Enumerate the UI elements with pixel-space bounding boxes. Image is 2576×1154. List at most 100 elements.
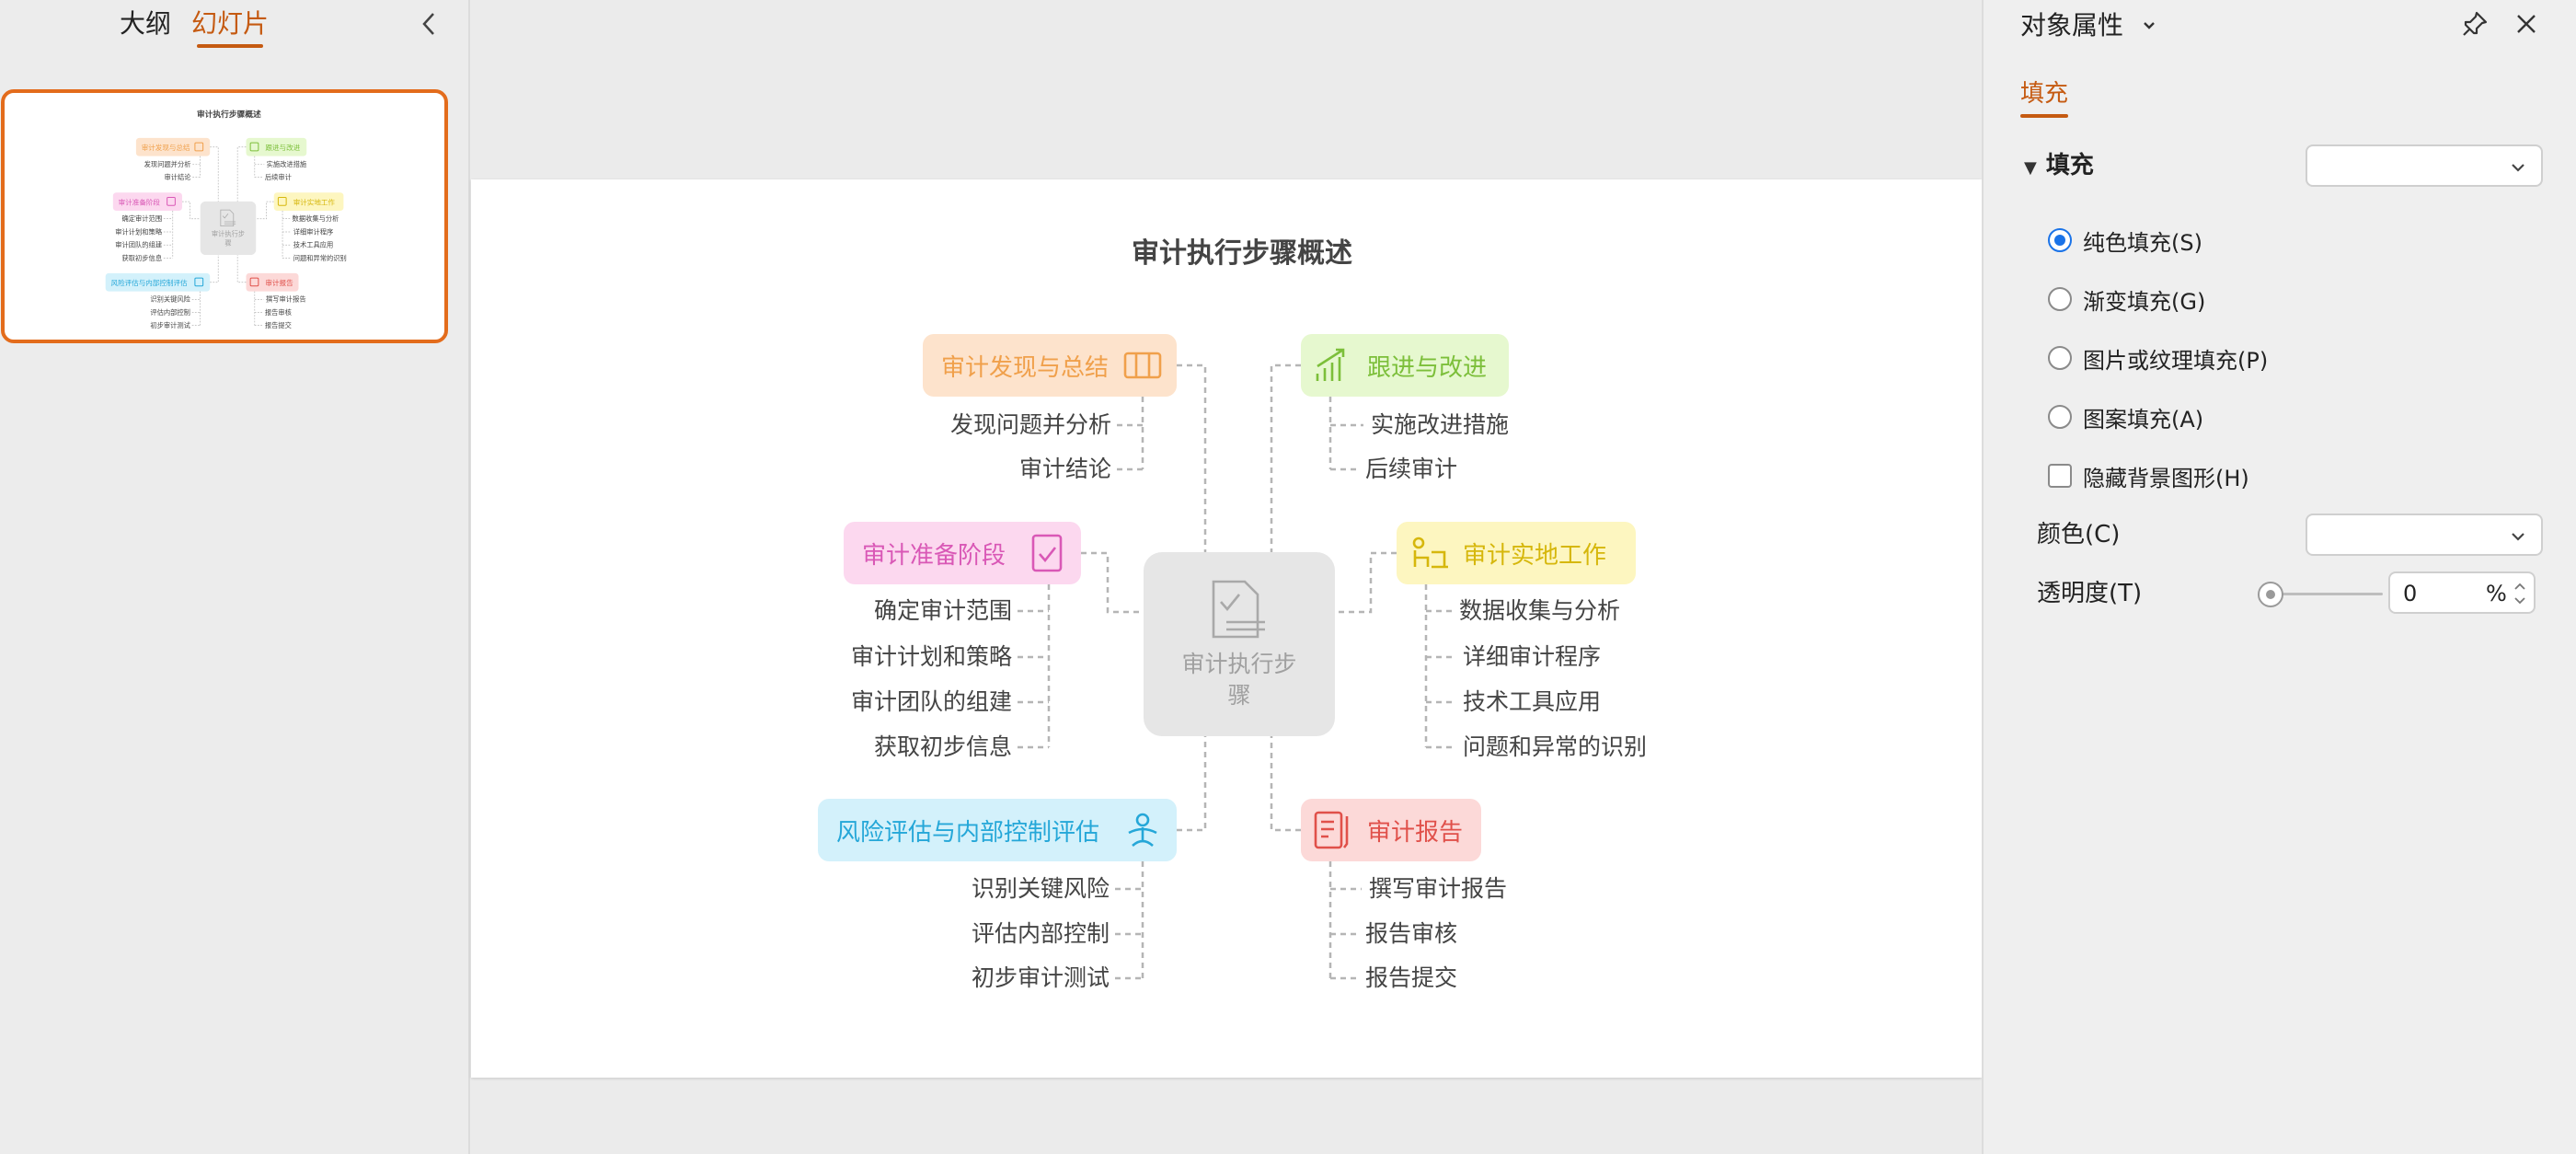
branch-label-summary: 审计发现与总结 (941, 354, 1109, 382)
radio-picture-fill[interactable]: 图片或纹理填充(P) (2048, 340, 2268, 376)
audit-document-icon-detail (1220, 594, 1265, 631)
branch-item: 审计团队的组建 (115, 241, 162, 249)
transparency-slider-handle[interactable] (2258, 582, 2283, 607)
slide-thumbnail-1[interactable]: 审计执行步骤概述审计发现与总结发现问题并分析审计结论审计准备阶段确定审计范围审计… (1, 89, 448, 343)
branch-item: 后续审计 (1365, 456, 1457, 482)
color-label: 颜色(C) (2037, 521, 2121, 548)
branch-node-prep (112, 192, 182, 212)
center-node (200, 201, 257, 256)
tab-outline[interactable]: 大纲 (120, 8, 172, 39)
branch-item: 获取初步信息 (122, 254, 163, 262)
branch-label-risk: 风险评估与内部控制评估 (836, 819, 1099, 847)
branch-node-summary (135, 137, 211, 156)
tab-fill[interactable]: 填充 (2020, 75, 2069, 118)
branch-item: 评估内部控制 (150, 308, 190, 317)
center-node (1144, 552, 1335, 736)
audit-document-icon-detail (222, 213, 236, 225)
radio-label: 纯色填充(S) (2083, 229, 2202, 256)
branch-item: 数据收集与分析 (293, 214, 339, 223)
radio-label: 渐变填充(G) (2083, 288, 2206, 315)
branch-item: 技术工具应用 (1463, 688, 1601, 715)
chevron-left-icon (422, 13, 434, 35)
branch-connector (1335, 551, 1397, 614)
color-dropdown[interactable] (2306, 514, 2543, 556)
branch-item: 技术工具应用 (293, 241, 334, 249)
object-properties-panel: 对象属性 填充 ▼填充 纯色填充(S) 渐变填充(G) 图片或纹理填充(P) 图… (1982, 0, 2576, 1154)
center-node-label: 骤 (1227, 682, 1250, 709)
branch-connector (1270, 736, 1301, 832)
branch-node-field (273, 192, 344, 212)
money-icon (1123, 352, 1162, 379)
report-icon-lines (1321, 816, 1349, 848)
branch-node-field (1397, 522, 1636, 584)
worker-icon (1412, 537, 1425, 549)
collapse-panel-button[interactable] (412, 7, 445, 40)
branch-item: 报告提交 (1365, 964, 1457, 991)
branch-connector (210, 146, 219, 202)
branch-node-prep (844, 522, 1081, 584)
panel-title[interactable]: 对象属性 (2020, 10, 2124, 40)
radio-pattern-fill[interactable]: 图案填充(A) (2048, 398, 2203, 435)
audit-document-icon (1212, 580, 1259, 639)
branch-label-field: 审计实地工作 (1463, 542, 1606, 570)
branch-connector (236, 255, 247, 283)
branch-label-report: 审计报告 (1367, 819, 1463, 847)
stepper-icon[interactable] (2512, 577, 2528, 610)
risk-icon (194, 277, 204, 287)
fill-type-dropdown[interactable] (2306, 144, 2543, 187)
branch-item: 确定审计范围 (122, 214, 163, 223)
checkbox[interactable] (2048, 464, 2072, 488)
branch-item: 报告审核 (265, 308, 292, 317)
branch-item: 实施改进措施 (1371, 411, 1509, 438)
branch-connector (1270, 364, 1301, 552)
branch-label-risk: 风险评估与内部控制评估 (111, 278, 188, 287)
branch-item: 初步审计测试 (972, 964, 1110, 991)
branch-item: 审计结论 (1019, 456, 1111, 482)
branch-item: 评估内部控制 (972, 920, 1110, 947)
close-button[interactable] (2508, 6, 2545, 42)
radio-button[interactable] (2048, 346, 2072, 370)
slide[interactable]: 审计执行步骤概述审计发现与总结发现问题并分析审计结论审计准备阶段确定审计范围审计… (471, 179, 1982, 1078)
fill-section-header[interactable]: ▼填充 (2024, 149, 2094, 182)
tab-slides[interactable]: 幻灯片 (191, 6, 269, 48)
mindmap-group: 审计执行步骤概述审计发现与总结发现问题并分析审计结论审计准备阶段确定审计范围审计… (818, 237, 1647, 991)
branch-item: 识别关键风险 (972, 875, 1110, 902)
transparency-label: 透明度(T) (2037, 580, 2143, 607)
chevron-down-icon (2512, 164, 2524, 172)
branch-item: 报告审核 (1365, 920, 1457, 947)
branch-item: 审计结论 (164, 173, 191, 181)
branch-item: 初步审计测试 (150, 321, 190, 329)
branch-item: 问题和异常的识别 (293, 254, 347, 262)
slide-panel: 大纲 幻灯片 审计执行步骤概述审计发现与总结发现问题并分析审计结论审计准备阶段确… (0, 0, 470, 1154)
triangle-down-icon: ▼ (2024, 158, 2037, 178)
hide-background-checkbox-row[interactable]: 隐藏背景图形(H) (2048, 457, 2249, 494)
radio-label: 图片或纹理填充(P) (2083, 347, 2269, 374)
summary-icon (194, 142, 204, 152)
transparency-slider-track[interactable] (2261, 593, 2383, 595)
branch-item: 问题和异常的识别 (1463, 733, 1647, 760)
branch-label-prep: 审计准备阶段 (862, 542, 1006, 570)
branch-connector (210, 255, 219, 283)
radio-solid-fill[interactable]: 纯色填充(S) (2048, 222, 2202, 259)
clipboard-check (1039, 547, 1057, 563)
branch-label-prep: 审计准备阶段 (119, 197, 161, 206)
transparency-input[interactable]: 0 % (2388, 571, 2536, 614)
radio-gradient-fill[interactable]: 渐变填充(G) (2048, 281, 2205, 317)
branch-node-summary (923, 334, 1177, 397)
field-icon (277, 196, 287, 206)
radio-button[interactable] (2048, 228, 2072, 252)
radio-button[interactable] (2048, 287, 2072, 311)
branch-connector (181, 201, 201, 220)
branch-item: 获取初步信息 (874, 733, 1012, 760)
chevron-down-icon[interactable] (2136, 13, 2162, 39)
percent-unit: % (2486, 581, 2507, 606)
pin-button[interactable] (2456, 6, 2493, 42)
branch-item: 审计团队的组建 (851, 688, 1012, 715)
branch-item: 撰写审计报告 (1369, 875, 1507, 902)
radio-button[interactable] (2048, 405, 2072, 429)
slide-thumbnail-preview: 审计执行步骤概述审计发现与总结发现问题并分析审计结论审计准备阶段确定审计范围审计… (105, 109, 347, 329)
branch-item: 实施改进措施 (267, 160, 307, 168)
branch-label-summary: 审计发现与总结 (142, 143, 190, 152)
slide-title: 审计执行步骤概述 (197, 109, 261, 120)
center-node-label: 骤 (224, 239, 231, 248)
